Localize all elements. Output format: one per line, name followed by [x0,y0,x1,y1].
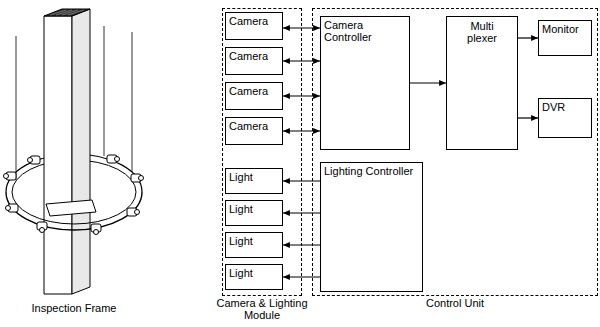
light-box: Light [225,200,283,226]
camera-box: Camera [225,12,283,40]
box-label: Camera [226,13,282,29]
light-box: Light [225,264,283,290]
box-label: Light [226,265,282,281]
ring-front [12,192,136,224]
box-label: Camera [226,48,282,64]
controller-box: Lighting Controller [320,162,423,292]
mount-plate [46,200,96,216]
ring-front [6,192,142,230]
box-label: Monitor [539,21,591,37]
camera-box: Camera [225,47,283,75]
wire [104,26,105,156]
box-label: Lighting Controller [321,163,422,179]
light-box: Light [225,168,283,194]
wire [16,36,17,180]
signal-arrow [410,82,446,83]
wire [132,32,133,172]
box-label: DVR [539,99,591,115]
multiplexer-box: Multi plexer [446,16,518,150]
control-unit-group: Camera ControllerLighting Controller Mult… [312,8,598,296]
box-label: Light [226,201,282,217]
camera-box: Camera [225,117,283,145]
frame-caption: Inspection Frame [18,302,130,314]
pillar [44,9,90,294]
output-box: Monitor [538,20,592,56]
ring-cameras [4,155,144,235]
box-label: Camera [226,83,282,99]
box-label: Camera Controller [321,17,409,45]
signal-arrow [518,117,538,118]
signal-arrow [518,37,538,38]
box-label: Light [226,233,282,249]
module-group: CameraCameraCameraCameraLightLightLightL… [222,8,302,296]
box-label: Camera [226,118,282,134]
box-label: Multi plexer [462,17,502,47]
controller-box: Camera Controller [320,16,410,150]
light-box: Light [225,232,283,258]
output-box: DVR [538,98,592,138]
camera-box: Camera [225,82,283,110]
box-label: Light [226,169,282,185]
group-heading: Camera & Lighting Module [207,295,317,321]
group-heading: Control Unit [400,295,510,309]
